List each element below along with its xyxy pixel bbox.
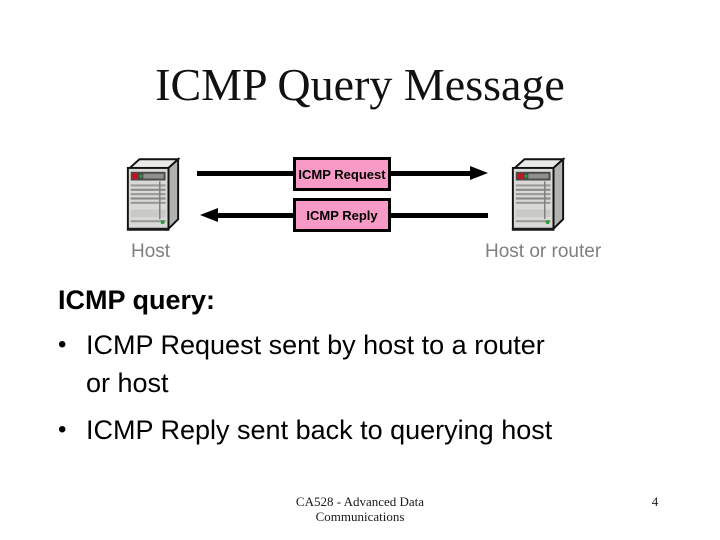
bullet-icon: • bbox=[58, 416, 67, 443]
body-heading: ICMP query: bbox=[58, 285, 216, 315]
bullet-text: ICMP Reply sent back to querying host bbox=[86, 415, 553, 445]
bullet-icon: • bbox=[58, 331, 67, 358]
arrow-right-icon bbox=[470, 166, 488, 180]
server-icon bbox=[511, 157, 566, 232]
icmp-request-box: ICMP Request bbox=[293, 157, 391, 191]
host-label: Host bbox=[131, 241, 171, 262]
page-title: ICMP Query Message bbox=[155, 59, 565, 110]
icmp-reply-box: ICMP Reply bbox=[293, 198, 391, 232]
page-number: 4 bbox=[651, 494, 659, 509]
host-or-router-label: Host or router bbox=[485, 241, 602, 262]
server-icon bbox=[126, 157, 181, 232]
footer-course-text: CA528 - Advanced Data Communications bbox=[295, 494, 425, 524]
icmp-diagram: ICMP Request ICMP Reply Host Host or rou… bbox=[0, 140, 720, 270]
arrow-left-icon bbox=[200, 208, 218, 222]
bullet-text: ICMP Request sent by host to a router or… bbox=[86, 330, 545, 398]
list-item: • ICMP Request sent by host to a router … bbox=[58, 326, 678, 402]
bullet-list: • ICMP Request sent by host to a router … bbox=[58, 326, 678, 458]
list-item: • ICMP Reply sent back to querying host bbox=[58, 411, 678, 449]
